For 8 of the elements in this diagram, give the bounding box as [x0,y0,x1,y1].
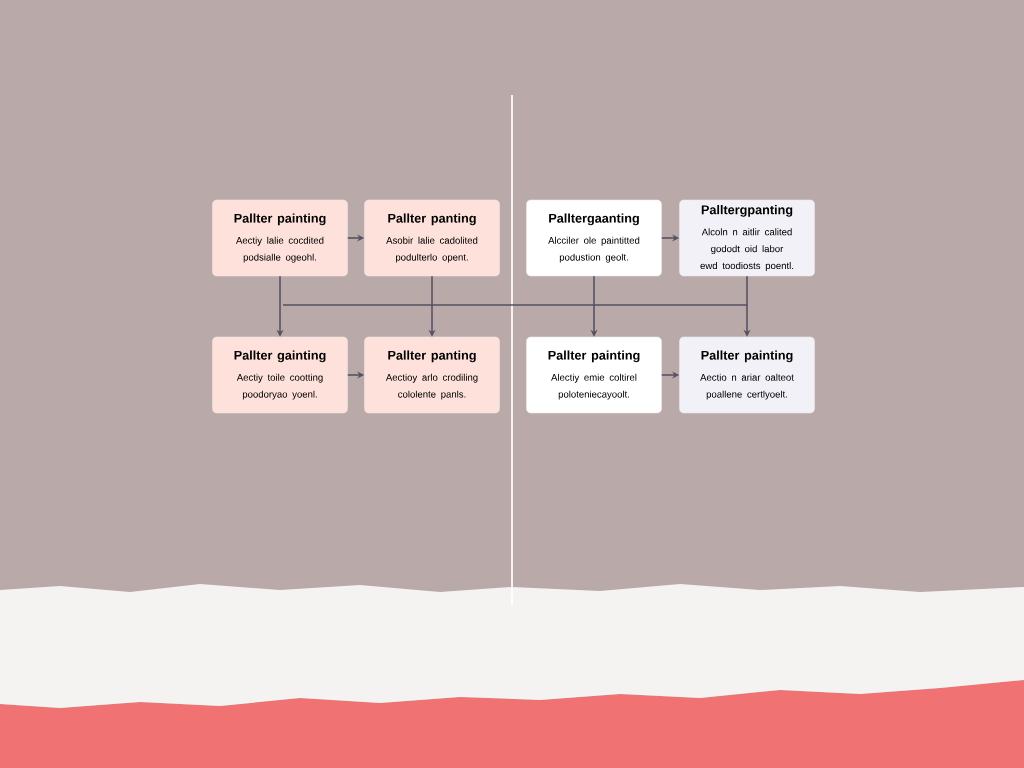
process-box: Palltergaanting Alcciler ole paintitted podustion geolt. [526,199,662,277]
process-box: Pallter panting Aectioy arlo crodiling cololente panls. [364,336,500,414]
process-box: Pallter painting Aectiy lalie cocdited podsialle ogeohl. [212,199,348,277]
process-box: Palltergpanting Alcoln n aitlir calited gododt oid labor ewd toodiosts poentl. [679,199,815,277]
process-box: Pallter painting Alectiy emie coltirel poloteniecayoolt. [526,336,662,414]
process-box: Pallter panting Asobir lalie cadolited podulterlo opent. [364,199,500,277]
process-box: Pallter painting Aectio n ariar oalteot poallene certlyoelt. [679,336,815,414]
process-box: Pallter gainting Aectiy toile cootting poodoryao yoenl. [212,336,348,414]
